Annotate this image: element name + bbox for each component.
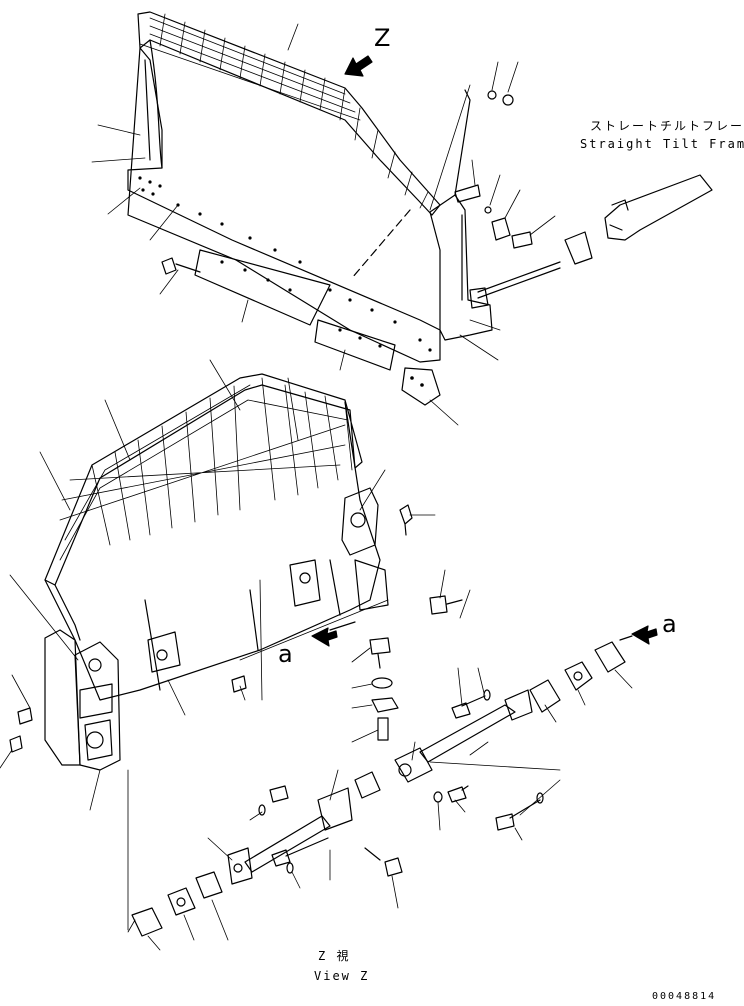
view-direction-arrow-icon [344,55,373,77]
upper-hidden-line [351,209,411,279]
pin-shaft-assembly [127,625,658,951]
lower-center-bracket [289,559,321,607]
upper-cutting-edge-right [314,319,396,371]
bushing-right-1 [529,679,561,713]
view-title-jp: Z 視 [318,949,351,963]
left-shaft [244,815,331,873]
upper-blade-side-frame [429,194,493,341]
section-a-left-label: a [278,640,293,668]
shaft-bolt-1 [451,695,486,719]
washers [258,689,544,874]
view-title-en: View Z [314,969,370,983]
upper-blade-top-guard [137,11,441,216]
shaft-bolt-3 [495,799,541,831]
upper-bolt-holes [138,176,432,387]
frame-label-jp: ストレートチルトフレーム [590,119,744,133]
view-z-letter: Z [374,24,391,52]
upper-cutting-edge-left [194,249,331,326]
lower-blade-top-guard [44,373,363,586]
upper-bolt [161,257,201,275]
shaft-bolt-4 [271,837,329,867]
lower-vertical-reference [127,579,263,931]
upper-blade-assembly [91,11,713,426]
upper-guard-grid [139,13,429,209]
lower-left-trunnion [74,641,121,771]
upper-leader-lines [91,23,556,426]
frame-label-en: Straight Tilt Frame [580,137,744,151]
drawing-number: 00048814 [652,991,717,1002]
lower-left-side-plate [44,629,81,766]
lower-right-bracket [341,487,379,556]
upper-blade-moldboard [127,47,441,363]
bushing-left-1 [131,907,163,937]
section-a-right-label: a [662,610,677,638]
bushing-right-2 [564,661,593,691]
shaft-leader-lines [127,647,633,951]
bushing-left-2 [167,887,196,916]
bushing-right-3 [594,641,626,673]
straight-tilt-frame [604,174,713,241]
upper-end-bit [401,367,441,406]
shaft-bolt-2 [447,785,469,803]
section-arrow-icon [311,627,338,647]
right-shaft [419,704,516,763]
section-arrow-icon [631,625,658,645]
bushing-left-3 [195,871,223,899]
lower-guard-grid [59,377,353,561]
stack-bolt [369,637,391,669]
lower-leader-lines [0,359,471,811]
lower-blade-moldboard [44,401,381,701]
lower-grease-fittings [9,504,463,753]
shaft-bolt-5 [269,785,289,803]
upper-hardware [454,90,593,309]
lower-blade-assembly [0,359,471,931]
